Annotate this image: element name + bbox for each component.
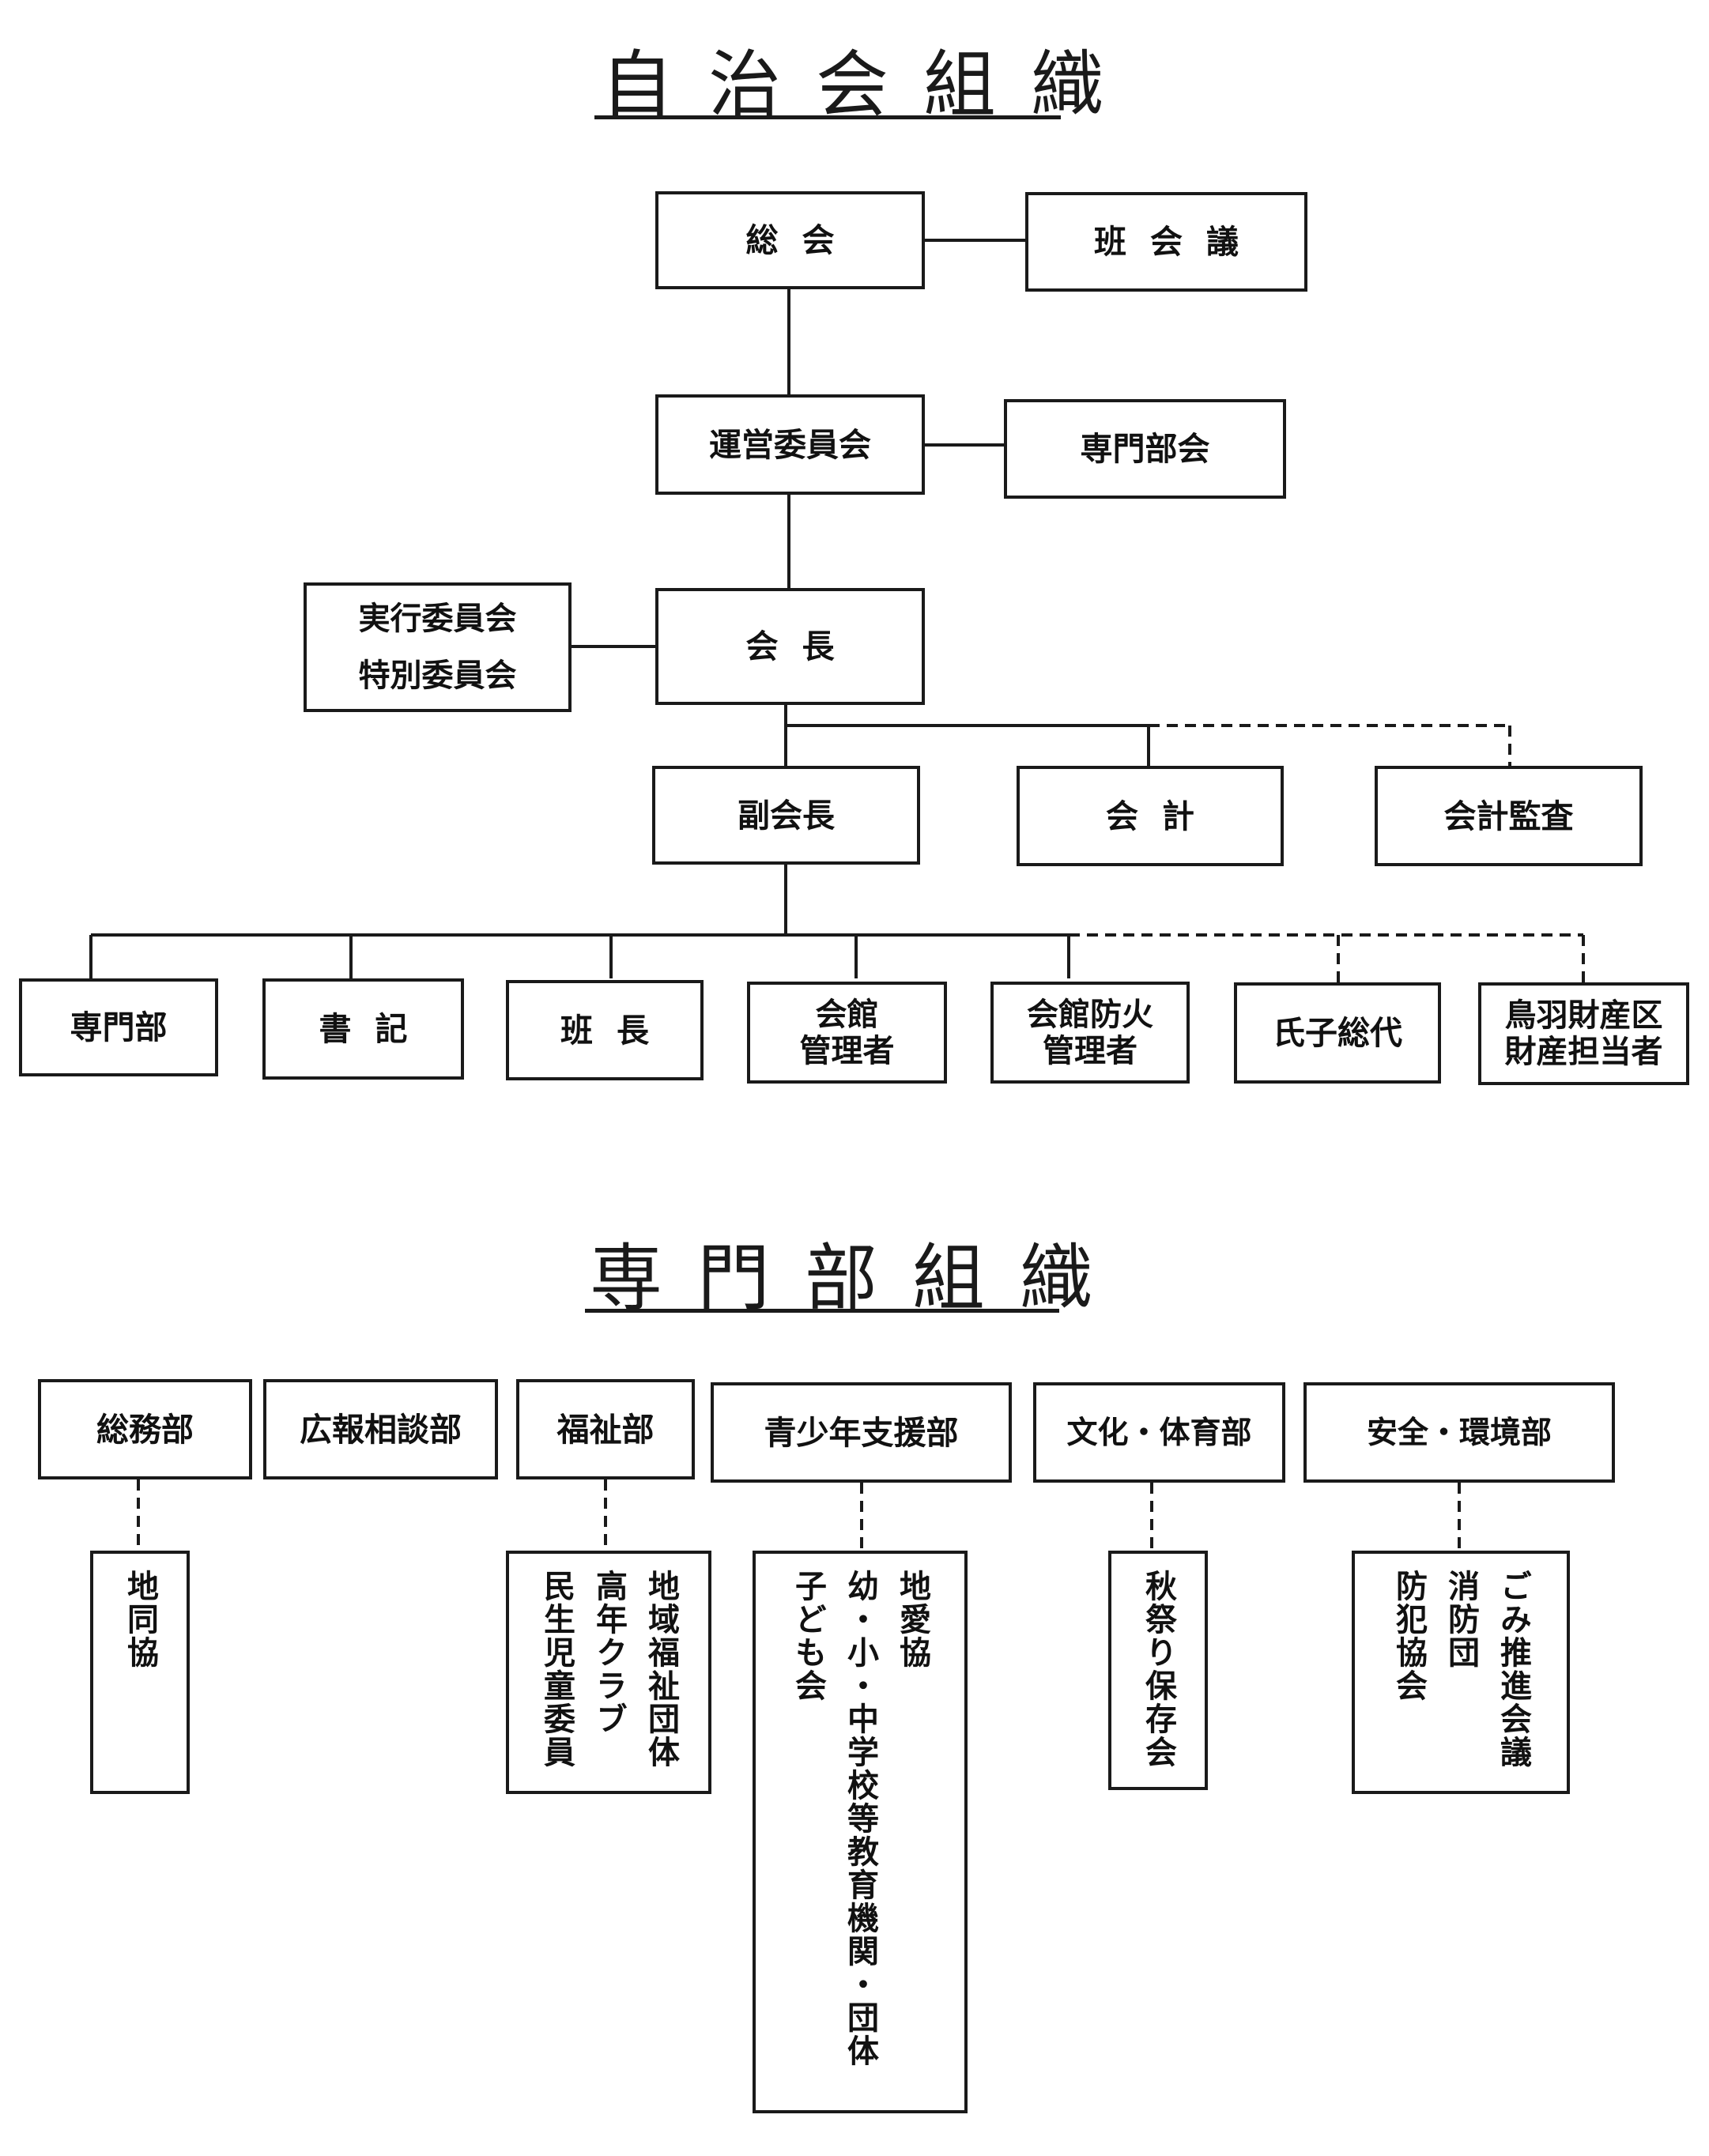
label-bouka-1: 会館防火 xyxy=(1027,995,1153,1033)
item-kodomokai: 子ども会 xyxy=(790,1570,827,1702)
box-senmonbu: 専門部 xyxy=(19,978,218,1076)
item-minsei-jidou: 民生児童委員 xyxy=(538,1570,575,1769)
label-tokubetsu: 特別委員会 xyxy=(358,657,517,694)
org-title: 自治会組織 xyxy=(601,43,1139,127)
item-kounen-club: 高年クラブ xyxy=(590,1570,628,1736)
dept-title-underline xyxy=(585,1309,1059,1313)
box-fukushibu: 福祉部 xyxy=(516,1379,695,1479)
box-kaikan-bouka: 会館防火 管理者 xyxy=(990,982,1190,1084)
box-toba: 鳥羽財産区 財産担当者 xyxy=(1478,982,1689,1085)
box-senmonbukai: 専門部会 xyxy=(1004,399,1286,499)
org-title-underline xyxy=(594,115,1061,119)
label-jikko: 実行委員会 xyxy=(358,600,517,637)
box-bunkabu: 文化・体育部 xyxy=(1033,1382,1285,1483)
box-kaikei: 会計 xyxy=(1017,766,1284,866)
box-fukushi-sub: 地域福祉団体 高年クラブ 民生児童委員 xyxy=(506,1551,711,1794)
box-seishonen-sub: 地愛協 幼・小・中学校等教育機関・団体 子ども会 xyxy=(753,1551,968,2113)
box-hankaigi: 班会議 xyxy=(1025,192,1307,292)
dept-title: 専門部組織 xyxy=(590,1236,1128,1321)
box-kaikan-kanrisha: 会館 管理者 xyxy=(747,982,947,1084)
item-shouboudan: 消防団 xyxy=(1443,1570,1480,1669)
label-kaikan-2: 管理者 xyxy=(799,1031,895,1069)
label-bouka-2: 管理者 xyxy=(1043,1031,1137,1069)
box-bunka-sub: 秋祭り保存会 xyxy=(1108,1551,1208,1790)
item-kyouiku-kikan: 幼・小・中学校等教育機関・団体 xyxy=(842,1570,879,2067)
box-ujiko: 氏子総代 xyxy=(1234,982,1441,1084)
box-seishonenbu: 青少年支援部 xyxy=(711,1382,1012,1483)
box-kouhoubu: 広報相談部 xyxy=(263,1379,498,1479)
box-soumu-sub: 地同協 xyxy=(90,1551,190,1794)
box-uneiiinkai: 運営委員会 xyxy=(655,394,925,495)
label-toba-2: 財産担当者 xyxy=(1504,1033,1663,1070)
box-fukukaicho: 副会長 xyxy=(652,766,920,865)
box-kaicho: 会長 xyxy=(655,588,925,705)
box-anzenbu: 安全・環境部 xyxy=(1303,1382,1615,1483)
item-akimatsuri: 秋祭り保存会 xyxy=(1140,1570,1177,1769)
label-kaikan-1: 会館 xyxy=(815,995,879,1033)
box-anzen-sub: ごみ推進会議 消防団 防犯協会 xyxy=(1352,1551,1570,1794)
item-gomi-suishin: ごみ推進会議 xyxy=(1495,1570,1532,1769)
item-chiaikyo: 地愛協 xyxy=(894,1570,931,1669)
box-shoki: 書記 xyxy=(262,978,464,1080)
label-toba-1: 鳥羽財産区 xyxy=(1504,997,1663,1034)
item-chidoukyo: 地同協 xyxy=(122,1570,159,1669)
box-hancho: 班長 xyxy=(506,980,704,1080)
item-bouhan-kyoukai: 防犯協会 xyxy=(1390,1570,1428,1702)
item-chiiki-fukushi: 地域福祉団体 xyxy=(643,1570,680,1769)
box-iinkai: 実行委員会 特別委員会 xyxy=(304,582,572,712)
box-kaikeikansa: 会計監査 xyxy=(1375,766,1643,866)
box-soumubu: 総務部 xyxy=(38,1379,252,1479)
box-sokai: 総会 xyxy=(655,191,925,289)
